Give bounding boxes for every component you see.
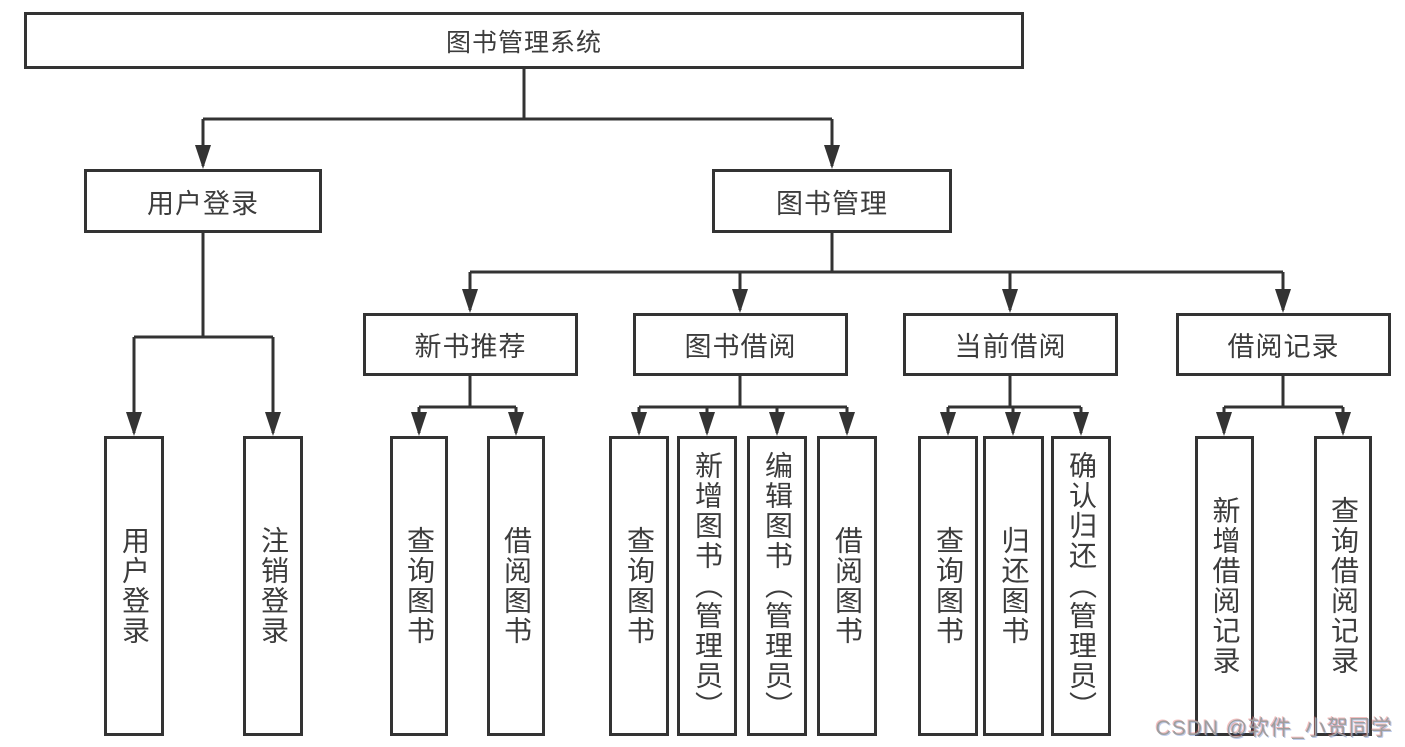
node-new-book-recommendation: 新书推荐 [363, 313, 578, 376]
leaf-borrow-add-books-admin: 新增图书（管理员） [677, 436, 737, 736]
leaf-label: 用户登录 [119, 526, 150, 646]
watermark: CSDN @软件_小贺同学 [1155, 717, 1393, 740]
leaf-logout: 注销登录 [243, 436, 303, 736]
arrowhead-icon [462, 289, 478, 313]
leaf-label: 归还图书 [998, 526, 1030, 646]
node-label: 图书管理 [776, 188, 888, 219]
arrowhead-icon [508, 412, 524, 436]
leaf-newbook-borrow-books: 借阅图书 [487, 436, 545, 736]
node-label: 图书借阅 [684, 332, 797, 362]
leaf-borrow-borrow-books: 借阅图书 [817, 436, 877, 736]
node-label: 新书推荐 [414, 332, 527, 362]
arrowhead-icon [195, 145, 211, 169]
leaf-label: 编辑图书（管理员） [762, 451, 793, 721]
node-book-management: 图书管理 [712, 169, 952, 233]
leaf-borrow-query-books: 查询图书 [609, 436, 669, 736]
arrowhead-icon [1005, 412, 1021, 436]
node-book-borrowing: 图书借阅 [633, 313, 848, 376]
leaf-label: 查询图书 [404, 526, 435, 646]
leaf-user-login: 用户登录 [104, 436, 164, 736]
arrowhead-icon [839, 412, 855, 436]
arrowhead-icon [1216, 412, 1232, 436]
arrowhead-icon [940, 412, 956, 436]
node-borrowing-records: 借阅记录 [1176, 313, 1391, 376]
arrowhead-icon [631, 412, 647, 436]
node-user-login: 用户登录 [84, 169, 322, 233]
leaf-current-return-books: 归还图书 [983, 436, 1044, 736]
leaf-label: 查询借阅记录 [1328, 496, 1359, 676]
arrowhead-icon [824, 145, 840, 169]
node-root: 图书管理系统 [24, 12, 1024, 69]
leaf-label: 确认归还（管理员） [1066, 451, 1097, 721]
leaf-label: 借阅图书 [832, 526, 863, 646]
node-label: 当前借阅 [954, 332, 1067, 362]
arrowhead-icon [126, 412, 142, 436]
leaf-label: 查询图书 [933, 526, 964, 646]
leaf-newbook-query-books: 查询图书 [390, 436, 448, 736]
leaf-label: 新增借阅记录 [1209, 496, 1241, 676]
leaf-records-query-borrow-record: 查询借阅记录 [1314, 436, 1372, 736]
arrowhead-icon [1073, 412, 1089, 436]
arrowhead-icon [1002, 289, 1018, 313]
leaf-borrow-edit-books-admin: 编辑图书（管理员） [747, 436, 807, 736]
arrowhead-icon [732, 289, 748, 313]
leaf-current-query-books: 查询图书 [918, 436, 978, 736]
node-label: 图书管理系统 [445, 28, 602, 57]
leaf-label: 新增图书（管理员） [692, 451, 723, 721]
node-current-borrowing: 当前借阅 [903, 313, 1118, 376]
arrowhead-icon [769, 412, 785, 436]
arrowhead-icon [1275, 289, 1291, 313]
arrow-heads [126, 145, 1351, 436]
arrowhead-icon [1335, 412, 1351, 436]
node-label: 借阅记录 [1227, 332, 1340, 362]
arrowhead-icon [411, 412, 427, 436]
connector-line [132, 69, 1345, 433]
leaf-label: 注销登录 [258, 526, 289, 646]
leaf-records-add-borrow-record: 新增借阅记录 [1195, 436, 1254, 736]
node-label: 用户登录 [147, 188, 259, 219]
leaf-current-confirm-return-admin: 确认归还（管理员） [1051, 436, 1111, 736]
leaf-label: 查询图书 [624, 526, 655, 646]
arrowhead-icon [265, 412, 281, 436]
leaf-label: 借阅图书 [501, 526, 532, 646]
arrowhead-icon [699, 412, 715, 436]
